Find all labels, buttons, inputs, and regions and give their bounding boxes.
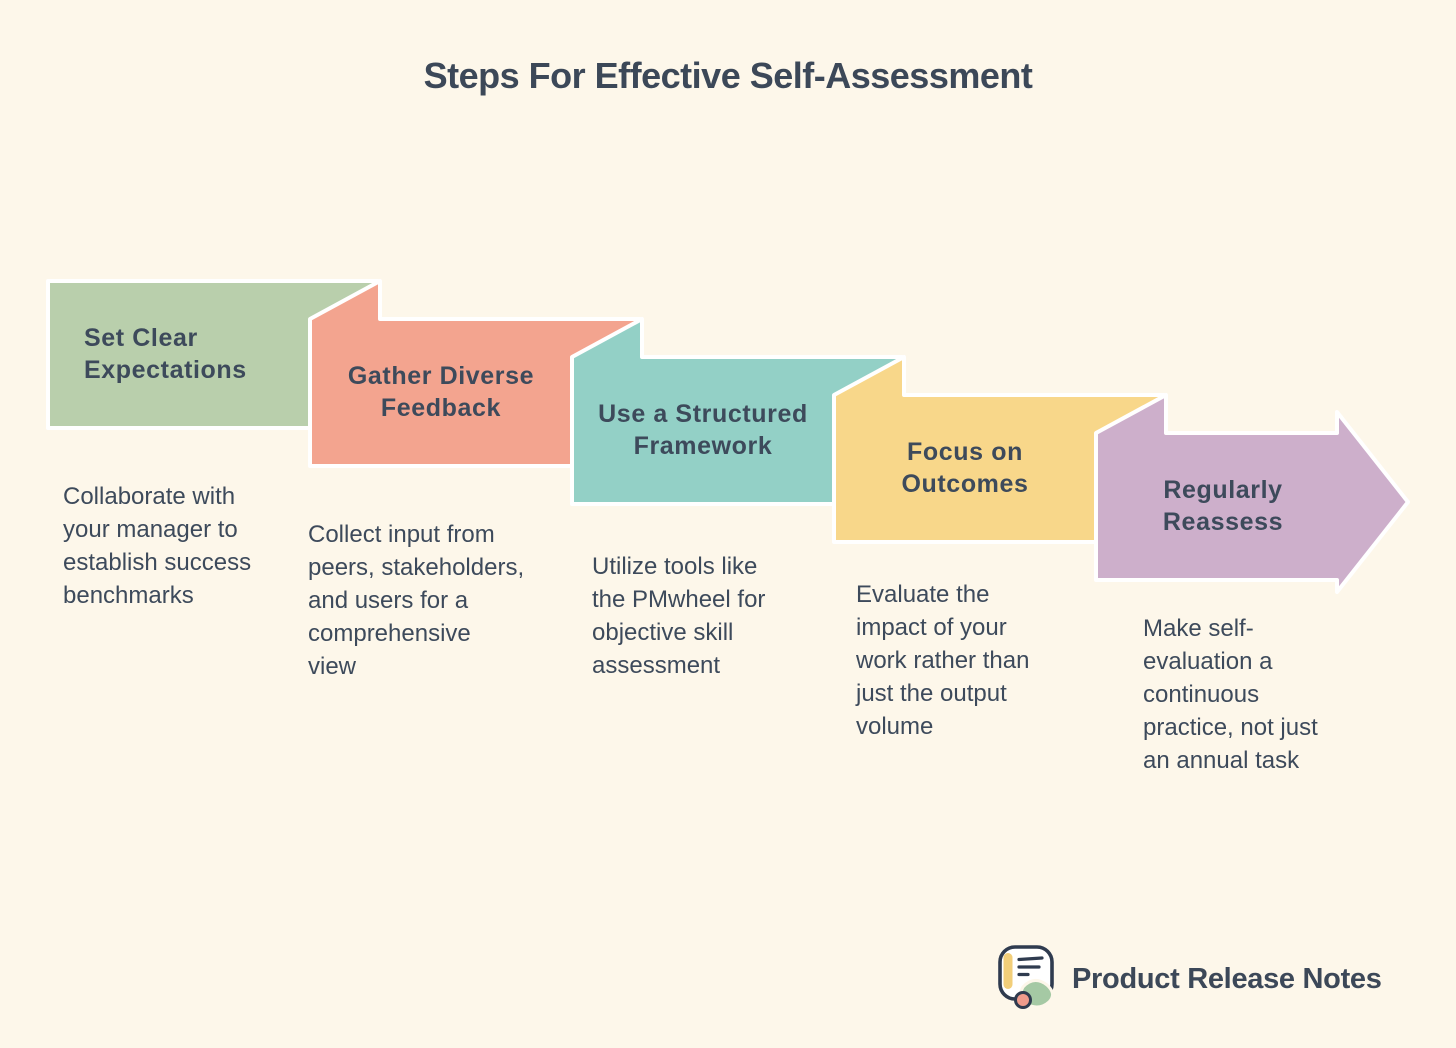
step-title-3: Use a Structured Framework: [598, 400, 808, 460]
step-title-4: Focus on Outcomes: [901, 438, 1029, 498]
document-bookmark: [1003, 953, 1013, 989]
step-description-1: Collaborate with your manager to establi…: [63, 483, 252, 609]
step-description-4: Evaluate the impact of your work rather …: [856, 581, 1030, 740]
step-title-5: Regularly Reassess: [1162, 476, 1284, 536]
step-shape-5-arrow: [1094, 393, 1410, 594]
page-title: Steps For Effective Self-Assessment: [423, 55, 1033, 96]
step-title-1: Set Clear Expectations: [84, 324, 247, 384]
logo-text: Product Release Notes: [1072, 962, 1382, 995]
logo: Product Release Notes: [996, 942, 1382, 1010]
step-description-3: Utilize tools like the PMwheel for objec…: [592, 553, 766, 679]
salmon-dot: [1014, 991, 1032, 1009]
release-notes-document-icon: [998, 945, 1054, 1009]
step-description-2: Collect input from peers, stakeholders, …: [308, 521, 525, 680]
step-description-5: Make self- evaluation a continuous pract…: [1143, 615, 1318, 774]
document-text-lines: [1017, 956, 1044, 977]
step-title-2: Gather Diverse Feedback: [347, 362, 535, 422]
